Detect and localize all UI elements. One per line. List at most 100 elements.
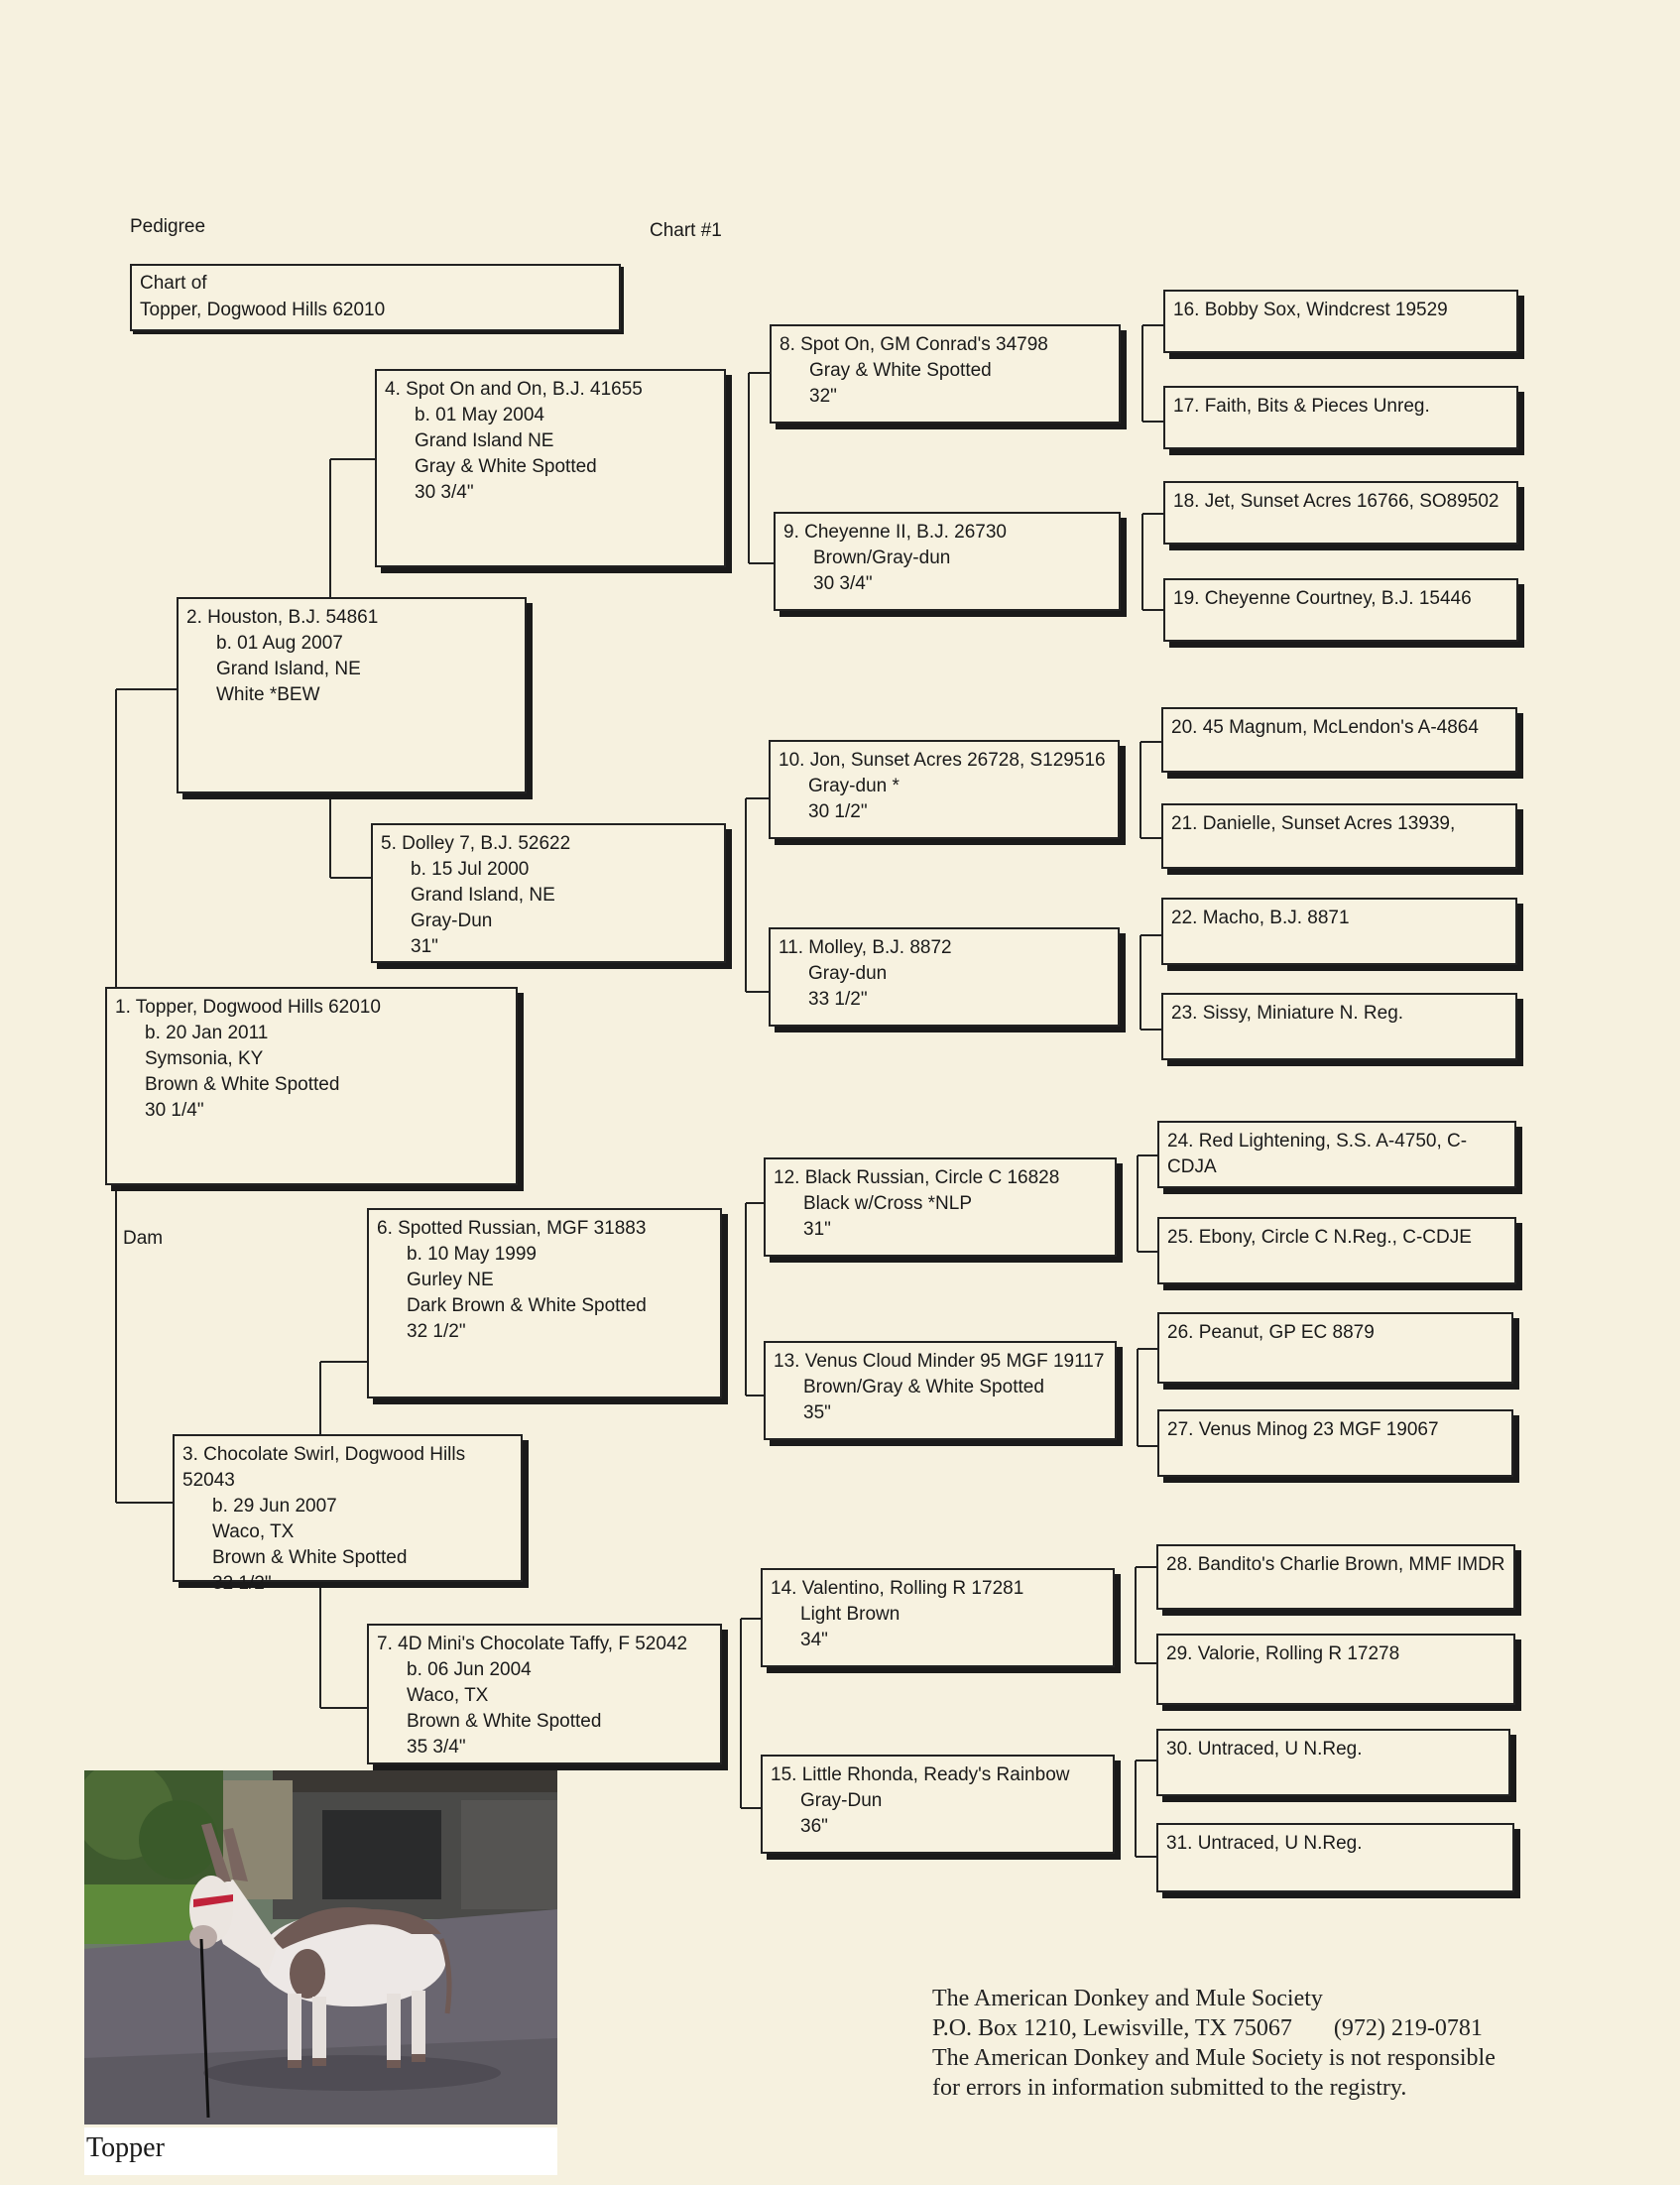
animal-color: Brown & White Spotted (145, 1074, 340, 1095)
animal-height: 30 3/4" (813, 573, 873, 594)
animal-color: Gray-Dun (800, 1790, 883, 1811)
donkey-photo-illustration (84, 1770, 557, 2124)
animal-name: 6. Spotted Russian, MGF 31883 (377, 1218, 647, 1239)
animal-location: Waco, TX (212, 1521, 295, 1542)
animal-box-31: 31. Untraced, U N.Reg. (1156, 1823, 1514, 1892)
animal-box-30: 30. Untraced, U N.Reg. (1156, 1729, 1510, 1796)
animal-name: 18. Jet, Sunset Acres 16766, SO89502 (1173, 491, 1500, 512)
animal-location: Gurley NE (407, 1270, 494, 1290)
animal-color: Gray-dun (808, 963, 888, 984)
animal-name: 10. Jon, Sunset Acres 26728, S129516 (779, 750, 1106, 771)
animal-name: 11. Molley, B.J. 8872 (779, 937, 952, 958)
animal-box-13: 13. Venus Cloud Minder 95 MGF 19117 Brow… (764, 1341, 1117, 1440)
animal-height: 31" (803, 1219, 831, 1240)
animal-color: Black w/Cross *NLP (803, 1193, 972, 1214)
animal-box-8: 8. Spot On, GM Conrad's 34798 Gray & Whi… (770, 324, 1121, 424)
animal-box-26: 26. Peanut, GP EC 8879 (1157, 1312, 1513, 1384)
animal-color: Brown/Gray & White Spotted (803, 1377, 1044, 1397)
chart-of-label: Chart of (140, 273, 207, 294)
society-footer: The American Donkey and Mule Society P.O… (932, 1984, 1496, 2103)
animal-birthdate: b. 06 Jun 2004 (407, 1659, 532, 1680)
animal-height: 36" (800, 1816, 828, 1837)
animal-color: Gray & White Spotted (415, 456, 597, 477)
animal-name: 4. Spot On and On, B.J. 41655 (385, 379, 643, 400)
animal-name: 21. Danielle, Sunset Acres 13939, (1171, 813, 1456, 834)
animal-name: 16. Bobby Sox, Windcrest 19529 (1173, 300, 1448, 320)
animal-height: 32 1/2" (407, 1321, 466, 1342)
animal-name: 19. Cheyenne Courtney, B.J. 15446 (1173, 588, 1472, 609)
animal-box-25: 25. Ebony, Circle C N.Reg., C-CDJE (1157, 1217, 1516, 1284)
animal-name: 27. Venus Minog 23 MGF 19067 (1167, 1419, 1439, 1440)
animal-box-4: 4. Spot On and On, B.J. 41655 b. 01 May … (375, 369, 726, 567)
animal-color: Light Brown (800, 1604, 900, 1625)
animal-location: Symsonia, KY (145, 1048, 264, 1069)
chart-number-label: Chart #1 (650, 220, 722, 241)
animal-name: 23. Sissy, Miniature N. Reg. (1171, 1003, 1404, 1024)
animal-location: Grand Island, NE (411, 885, 555, 906)
animal-box-12: 12. Black Russian, Circle C 16828 Black … (764, 1157, 1117, 1257)
animal-box-7: 7. 4D Mini's Chocolate Taffy, F 52042 b.… (367, 1624, 722, 1764)
chart-of-subject: Topper, Dogwood Hills 62010 (140, 300, 386, 320)
animal-box-5: 5. Dolley 7, B.J. 52622 b. 15 Jul 2000 G… (371, 823, 726, 963)
animal-location: Grand Island NE (415, 430, 554, 451)
animal-height: 30 1/4" (145, 1100, 204, 1121)
animal-height: 35" (803, 1402, 831, 1423)
chart-of-box: Chart of Topper, Dogwood Hills 62010 (130, 264, 621, 331)
society-address: P.O. Box 1210, Lewisville, TX 75067 (972… (932, 2015, 1483, 2041)
animal-name: 5. Dolley 7, B.J. 52622 (381, 833, 571, 854)
animal-height: 32" (809, 386, 837, 407)
animal-location: Grand Island, NE (216, 659, 361, 679)
animal-box-2: 2. Houston, B.J. 54861 b. 01 Aug 2007 Gr… (177, 597, 527, 793)
animal-name: 15. Little Rhonda, Ready's Rainbow (771, 1764, 1070, 1785)
animal-name: 9. Cheyenne II, B.J. 26730 (783, 522, 1007, 543)
photo-caption: Topper (84, 2127, 557, 2175)
pedigree-label: Pedigree (130, 216, 206, 237)
animal-color: Brown & White Spotted (407, 1711, 602, 1732)
society-name: The American Donkey and Mule Society (932, 1986, 1323, 2011)
animal-name: 22. Macho, B.J. 8871 (1171, 908, 1350, 928)
animal-box-22: 22. Macho, B.J. 8871 (1161, 898, 1517, 965)
animal-box-27: 27. Venus Minog 23 MGF 19067 (1157, 1409, 1513, 1477)
animal-name: 26. Peanut, GP EC 8879 (1167, 1322, 1375, 1343)
animal-birthdate: b. 10 May 1999 (407, 1244, 537, 1265)
animal-box-9: 9. Cheyenne II, B.J. 26730 Brown/Gray-du… (774, 512, 1121, 611)
animal-box-15: 15. Little Rhonda, Ready's Rainbow Gray-… (761, 1755, 1115, 1854)
society-disclaimer-1: The American Donkey and Mule Society is … (932, 2045, 1496, 2071)
animal-birthdate: b. 01 Aug 2007 (216, 633, 343, 654)
animal-name: 1. Topper, Dogwood Hills 62010 (115, 997, 381, 1018)
animal-name: 20. 45 Magnum, McLendon's A-4864 (1171, 717, 1479, 738)
animal-box-20: 20. 45 Magnum, McLendon's A-4864 (1161, 707, 1517, 773)
animal-color: White *BEW (216, 684, 320, 705)
animal-height: 34" (800, 1630, 828, 1650)
animal-box-21: 21. Danielle, Sunset Acres 13939, (1161, 803, 1517, 869)
animal-name: 12. Black Russian, Circle C 16828 (774, 1167, 1060, 1188)
animal-name: 25. Ebony, Circle C N.Reg., C-CDJE (1167, 1227, 1472, 1248)
animal-name: 8. Spot On, GM Conrad's 34798 (780, 334, 1048, 355)
animal-color: Gray-dun * (808, 776, 900, 796)
animal-birthdate: b. 29 Jun 2007 (212, 1496, 337, 1517)
animal-name: 17. Faith, Bits & Pieces Unreg. (1173, 396, 1430, 417)
animal-box-10: 10. Jon, Sunset Acres 26728, S129516 Gra… (769, 740, 1120, 839)
animal-height: 33 1/2" (808, 989, 868, 1010)
animal-name: 2. Houston, B.J. 54861 (186, 607, 379, 628)
animal-color: Gray-Dun (411, 910, 493, 931)
animal-height: 32 1/2" (212, 1573, 272, 1594)
animal-name: 31. Untraced, U N.Reg. (1166, 1833, 1363, 1854)
animal-box-16: 16. Bobby Sox, Windcrest 19529 (1163, 290, 1518, 353)
animal-color: Dark Brown & White Spotted (407, 1295, 647, 1316)
animal-box-1: 1. Topper, Dogwood Hills 62010 b. 20 Jan… (105, 987, 518, 1185)
animal-box-3: 3. Chocolate Swirl, Dogwood Hills 52043 … (173, 1434, 523, 1594)
animal-name: 28. Bandito's Charlie Brown, MMF IMDR (1166, 1554, 1505, 1575)
animal-box-28: 28. Bandito's Charlie Brown, MMF IMDR (1156, 1544, 1515, 1610)
animal-name: 14. Valentino, Rolling R 17281 (771, 1578, 1024, 1599)
animal-location: Waco, TX (407, 1685, 489, 1706)
animal-color: Brown & White Spotted (212, 1547, 408, 1568)
animal-height: 31" (411, 936, 438, 957)
animal-birthdate: b. 20 Jan 2011 (145, 1023, 269, 1043)
animal-box-23: 23. Sissy, Miniature N. Reg. (1161, 993, 1517, 1060)
animal-box-11: 11. Molley, B.J. 8872 Gray-dun 33 1/2" (769, 927, 1120, 1027)
animal-name: 24. Red Lightening, S.S. A-4750, C-CDJA (1167, 1131, 1468, 1177)
animal-name: 13. Venus Cloud Minder 95 MGF 19117 (774, 1351, 1105, 1372)
animal-box-24: 24. Red Lightening, S.S. A-4750, C-CDJA (1157, 1121, 1516, 1188)
